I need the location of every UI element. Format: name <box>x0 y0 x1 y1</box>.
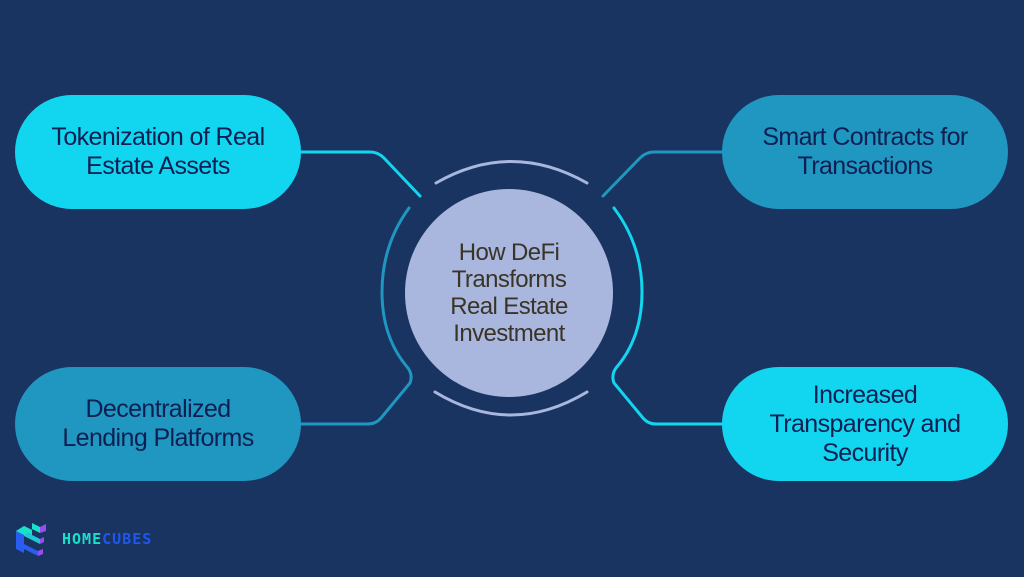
node-label: Smart Contracts for Transactions <box>762 123 968 180</box>
node-decentralized-lending: Decentralized Lending Platforms <box>15 367 301 481</box>
node-smart-contracts: Smart Contracts for Transactions <box>722 95 1008 209</box>
connector-top-right <box>601 150 724 198</box>
node-transparency-security: Increased Transparency and Security <box>722 367 1008 481</box>
node-label: Decentralized Lending Platforms <box>62 395 254 452</box>
top-arc <box>434 160 589 185</box>
connector-bottom-left <box>298 206 413 426</box>
bottom-arc <box>433 390 589 417</box>
node-label: Increased Transparency and Security <box>769 380 962 467</box>
central-topic: How DeFi Transforms Real Estate Investme… <box>405 189 613 397</box>
connector-bottom-right <box>611 206 724 426</box>
connector-top-left <box>298 150 422 198</box>
brand-wordmark: HOMECUBES <box>62 530 153 548</box>
node-label: Tokenization of Real Estate Assets <box>51 123 265 180</box>
cube-logo-icon <box>16 523 46 556</box>
node-tokenization: Tokenization of Real Estate Assets <box>15 95 301 209</box>
brand-logo: HOMECUBES <box>10 519 152 559</box>
central-topic-label: How DeFi Transforms Real Estate Investme… <box>450 239 568 347</box>
